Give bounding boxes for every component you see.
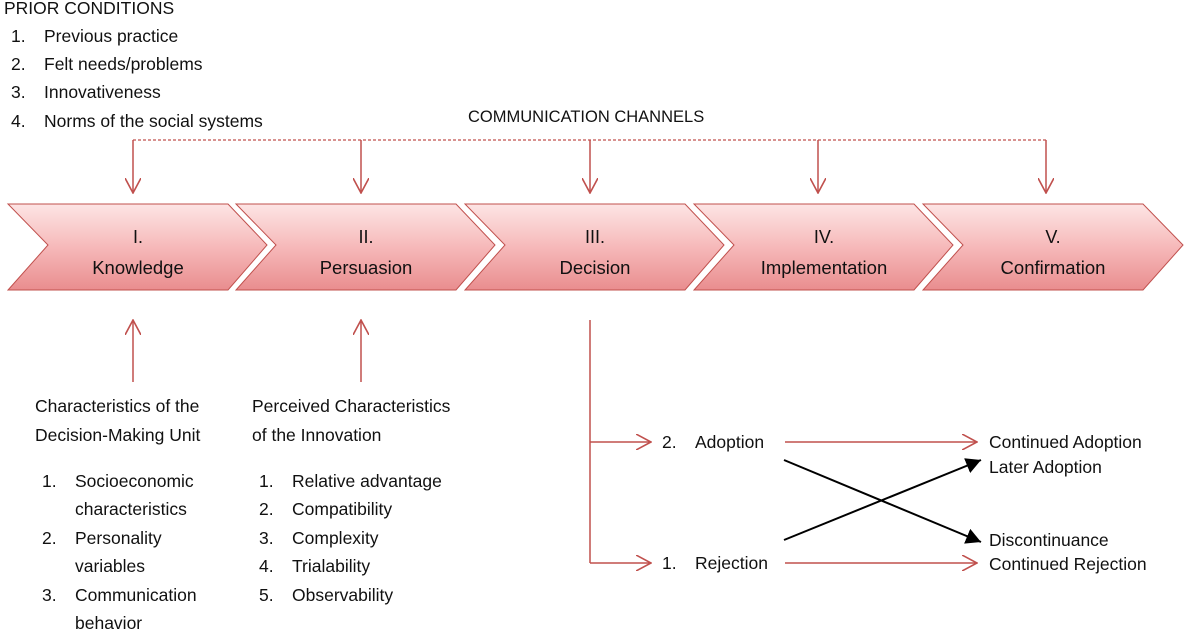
discontinuance-label: Discontinuance (989, 530, 1109, 550)
decision-unit-number: 1. (42, 471, 57, 491)
stage-numeral: IV. (813, 227, 835, 247)
decision-unit-item: variables (75, 556, 146, 576)
innovation-item: Complexity (292, 528, 379, 548)
innovation-number: 4. (259, 556, 274, 576)
innovation-item: Observability (292, 585, 394, 605)
innovation-number: 2. (259, 499, 274, 519)
innovation-item: Trialability (292, 556, 371, 576)
stage-name-knowledge: Knowledge (92, 257, 184, 278)
prior-condition-number: 1. (11, 26, 26, 46)
stage-name-decision: Decision (559, 257, 631, 278)
innovation-number: 5. (259, 585, 274, 605)
prior-condition-item: Previous practice (44, 26, 179, 46)
prior-condition-number: 2. (11, 54, 26, 74)
stage-chevron-implementation (692, 203, 954, 291)
prior-conditions-title: PRIOR CONDITIONS (4, 0, 175, 18)
communication-channels-label: COMMUNICATION CHANNELS (468, 108, 705, 126)
later-adoption-label: Later Adoption (989, 457, 1102, 477)
stage-chevron-knowledge (6, 203, 268, 291)
decision-unit-title: Characteristics of the (35, 396, 200, 416)
innovation-title: of the Innovation (252, 425, 382, 445)
prior-condition-number: 4. (11, 111, 26, 131)
stage-numeral: I. (132, 227, 143, 247)
prior-condition-number: 3. (11, 82, 26, 102)
continued-rejection-label: Continued Rejection (989, 554, 1147, 574)
prior-condition-item: Innovativeness (44, 82, 161, 102)
prior-condition-item: Felt needs/problems (44, 54, 203, 74)
rejection-to-later-adoption-arrow (783, 458, 982, 541)
decision-unit-title: Decision-Making Unit (35, 425, 201, 445)
rejection-number: 1. (662, 553, 677, 573)
decision-unit-number: 2. (42, 528, 57, 548)
stage-chevron-decision (463, 203, 725, 291)
stage-chevron-confirmation (921, 203, 1184, 291)
decision-unit-item: behavior (75, 613, 143, 633)
innovation-item: Relative advantage (292, 471, 442, 491)
decision-unit-item: Communication (75, 585, 197, 605)
decision-unit-item: Personality (75, 528, 162, 548)
adoption-label: Adoption (695, 432, 765, 452)
stage-name-implementation: Implementation (760, 257, 888, 278)
stage-numeral: V. (1045, 227, 1061, 247)
stage-name-persuasion: Persuasion (319, 257, 413, 278)
stage-name-confirmation: Confirmation (1000, 257, 1106, 278)
innovation-number: 3. (259, 528, 274, 548)
decision-unit-item: Socioeconomic (75, 471, 194, 491)
decision-unit-item: characteristics (75, 499, 187, 519)
innovation-number: 1. (259, 471, 274, 491)
decision-unit-number: 3. (42, 585, 57, 605)
continued-adoption-label: Continued Adoption (989, 432, 1142, 452)
prior-condition-item: Norms of the social systems (44, 111, 263, 131)
stage-numeral: III. (584, 227, 605, 247)
rejection-label: Rejection (695, 553, 768, 573)
innovation-item: Compatibility (292, 499, 393, 519)
stage-chevron-persuasion (234, 203, 496, 291)
stage-numeral: II. (358, 227, 374, 247)
adoption-number: 2. (662, 432, 677, 452)
innovation-title: Perceived Characteristics (252, 396, 451, 416)
